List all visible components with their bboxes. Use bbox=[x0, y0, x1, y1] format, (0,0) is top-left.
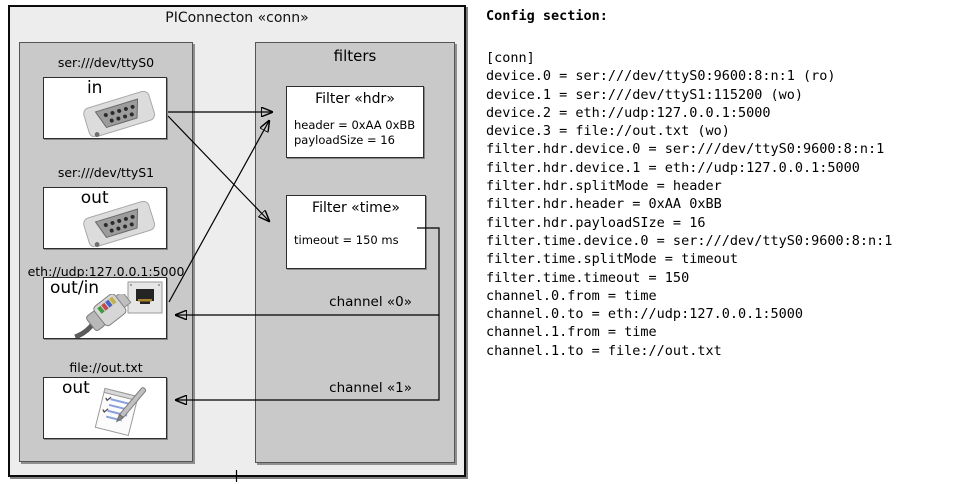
device-label: ser:///dev/ttyS0 bbox=[57, 55, 155, 70]
config-section: Config section: [conn] device.0 = ser://… bbox=[486, 8, 956, 359]
device-box-ser-ttyS0: in bbox=[43, 77, 167, 139]
config-line: filter.hdr.device.1 = eth://udp:127.0.0.… bbox=[486, 159, 860, 176]
filter-time-box: Filter «time» timeout = 150 ms bbox=[286, 195, 426, 269]
config-line: filter.hdr.header = 0xAA 0xBB bbox=[486, 196, 722, 213]
config-heading: Config section: bbox=[486, 8, 608, 24]
config-lines: [conn] device.0 = ser:///dev/ttyS0:9600:… bbox=[486, 49, 892, 360]
config-line: channel.0.from = time bbox=[486, 287, 657, 304]
device-label: ser:///dev/ttyS1 bbox=[57, 165, 155, 180]
filter-properties: timeout = 150 ms bbox=[294, 233, 421, 248]
filter-title: Filter «hdr» bbox=[315, 91, 395, 107]
config-line: filter.hdr.device.0 = ser:///dev/ttyS0:9… bbox=[486, 141, 885, 158]
devices-panel: ser:///dev/ttyS0 in bbox=[19, 42, 193, 462]
channel-0-label: channel «0» bbox=[329, 294, 412, 310]
config-line: filter.hdr.payloadSIze = 16 bbox=[486, 214, 706, 231]
config-line: device.0 = ser:///dev/ttyS0:9600:8:n:1 (… bbox=[486, 68, 836, 85]
filter-property: header = 0xAA 0xBB bbox=[294, 118, 416, 132]
notepad-icon bbox=[94, 387, 147, 437]
device-label: eth://udp:127.0.0.1:5000 bbox=[27, 264, 185, 279]
diagram-title: PIConnecton «conn» bbox=[165, 10, 309, 26]
device-port-label: out/in bbox=[50, 278, 100, 298]
config-line: channel.1.from = time bbox=[486, 324, 657, 341]
config-line: filter.time.timeout = 150 bbox=[486, 269, 690, 286]
config-line: filter.time.device.0 = ser:///dev/ttyS0:… bbox=[486, 232, 893, 249]
config-line: channel.0.to = eth://udp:127.0.0.1:5000 bbox=[486, 306, 803, 323]
device-box-file-out: out bbox=[43, 377, 167, 439]
filters-panel-title: filters bbox=[333, 47, 377, 65]
filter-properties: header = 0xAA 0xBB payloadSize = 16 bbox=[294, 118, 419, 148]
config-line: channel.1.to = file://out.txt bbox=[486, 342, 722, 359]
filter-title: Filter «time» bbox=[312, 200, 400, 216]
channel-1-label: channel «1» bbox=[329, 380, 412, 396]
device-port-label: out bbox=[62, 378, 90, 398]
device-label: file://out.txt bbox=[69, 360, 143, 375]
device-port-label: in bbox=[86, 78, 103, 98]
filter-property: timeout = 150 ms bbox=[294, 233, 399, 247]
config-line: device.3 = file://out.txt (wo) bbox=[486, 123, 730, 140]
ethernet-jack-icon bbox=[127, 281, 163, 314]
filter-hdr-box: Filter «hdr» header = 0xAA 0xBB payloadS… bbox=[286, 86, 424, 158]
config-line: [conn] bbox=[486, 50, 535, 66]
config-line: device.1 = ser:///dev/ttyS1:115200 (wo) bbox=[486, 86, 803, 103]
device-box-eth-udp: out/in bbox=[43, 277, 167, 339]
filter-property: payloadSize = 16 bbox=[294, 133, 395, 147]
config-line: device.2 = eth://udp:127.0.0.1:5000 bbox=[486, 104, 771, 121]
filters-panel: filters Filter «hdr» header = 0xAA 0xBB … bbox=[255, 42, 455, 463]
config-line: filter.hdr.splitMode = header bbox=[486, 178, 722, 195]
device-port-label: out bbox=[80, 188, 109, 208]
connection-diagram-frame: PIConnecton «conn» ser:///dev/ttyS0 in bbox=[8, 5, 466, 477]
config-line: filter.time.splitMode = timeout bbox=[486, 251, 738, 268]
device-box-ser-ttyS1: out bbox=[43, 187, 167, 249]
ethernet-cable-icon bbox=[74, 294, 132, 338]
